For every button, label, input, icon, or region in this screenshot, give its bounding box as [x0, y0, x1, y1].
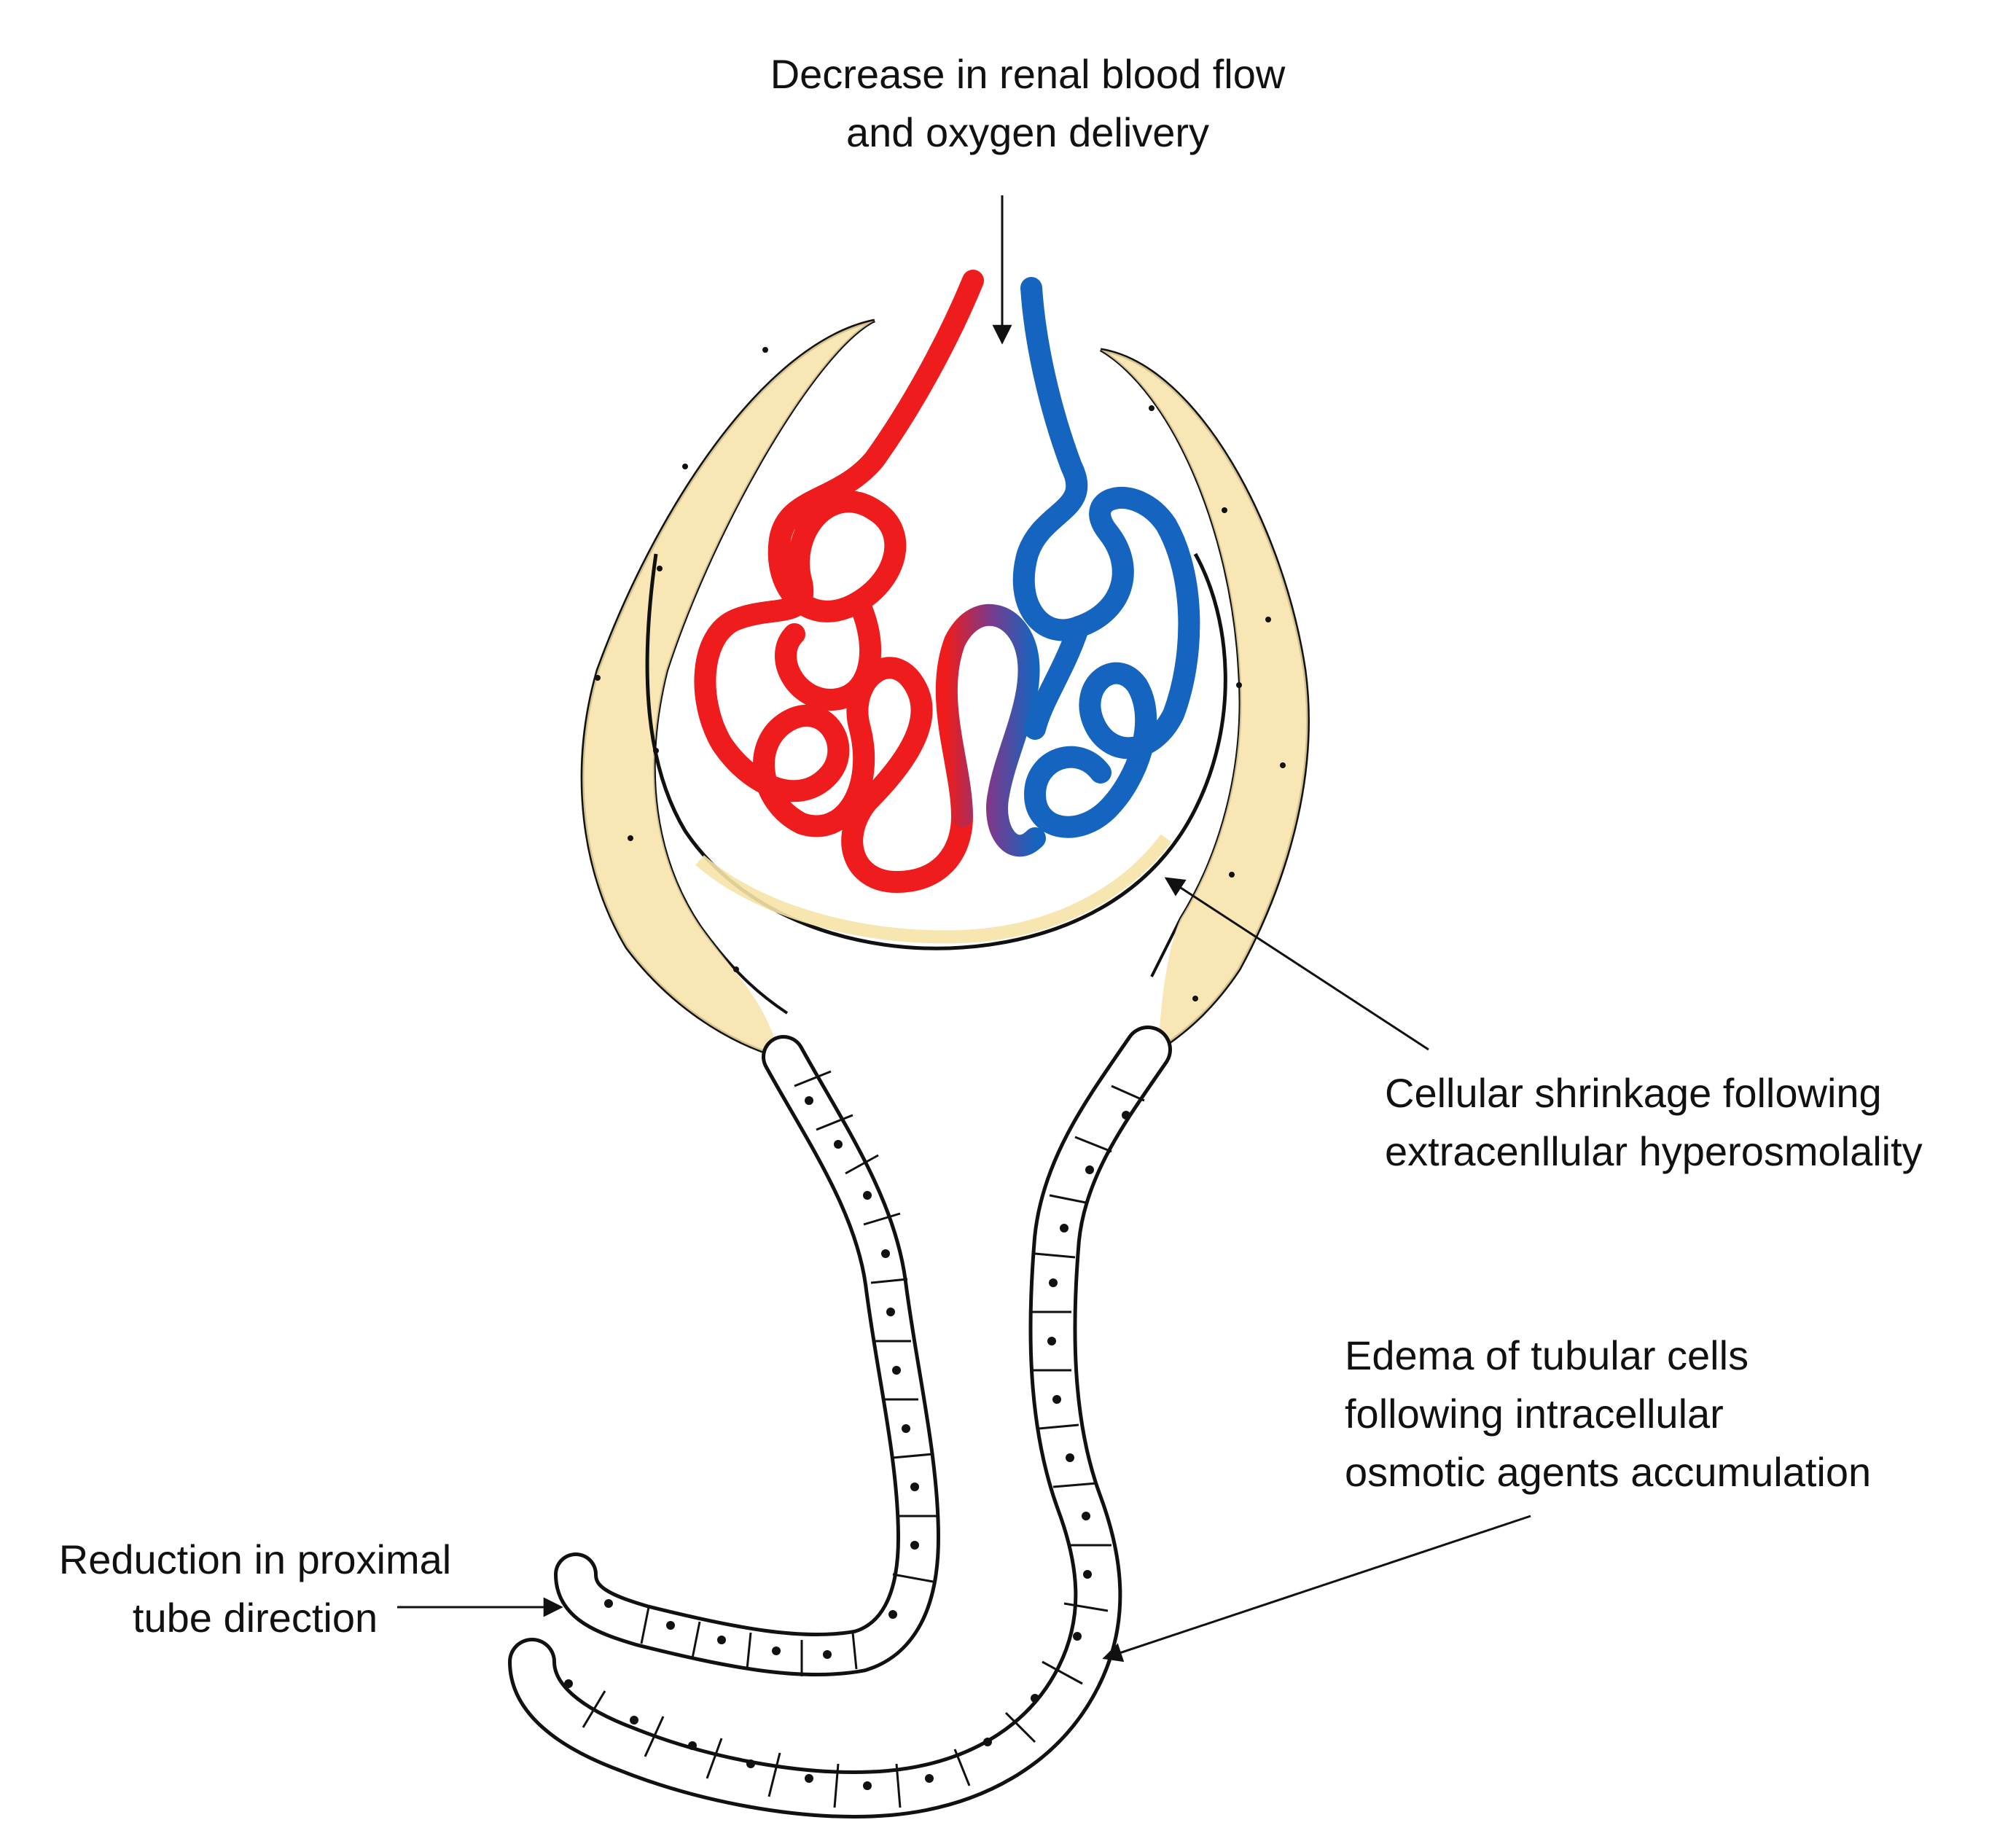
- mixing-capillary: [935, 603, 1046, 857]
- afferent-arteriole: [694, 270, 984, 893]
- edema-label-line3: osmotic agents accumulation: [1345, 1449, 1872, 1495]
- blood-flow-label-line1: Decrease in renal blood flow: [770, 51, 1286, 97]
- visceral-cells: [695, 834, 1172, 944]
- tubule-left-wall: [554, 1035, 941, 1677]
- arrow-shrinkage: [1164, 877, 1429, 1051]
- arrow-edema: [1102, 1515, 1531, 1663]
- shrinkage-label-line1: Cellular shrinkage following: [1385, 1070, 1882, 1116]
- edema-label-line1: Edema of tubular cells: [1345, 1332, 1749, 1378]
- annotation-arrows: [397, 195, 1531, 1663]
- tubule-left-wall-fill: [558, 1039, 937, 1673]
- edema-label: Edema of tubular cells following intrace…: [1345, 1327, 1871, 1501]
- visceral-layer: [645, 552, 1227, 950]
- tubule-cell-dividers: [582, 1070, 1145, 1808]
- shrinkage-label: Cellular shrinkage following extracenllu…: [1385, 1064, 1923, 1181]
- bowmans-capsule: [580, 319, 1310, 1059]
- capsule-right-inner: [1099, 348, 1242, 977]
- efferent-loop-extra: [1024, 616, 1090, 740]
- capsule-right-cells: [1101, 350, 1308, 1050]
- tubule-right-wall-fill: [512, 1029, 1168, 1815]
- capsule-left-inner: [652, 319, 875, 1015]
- tubule-nuclei: [564, 1096, 1130, 1790]
- capsule-nuclei: [595, 347, 1286, 1001]
- capsule-left-cells: [582, 321, 875, 1057]
- blood-flow-label: Decrease in renal blood flow and oxygen …: [700, 45, 1356, 162]
- afferent-loop-extra: [775, 594, 881, 711]
- proximal-tubule: [508, 1026, 1172, 1819]
- reduction-label-line1: Reduction in proximal: [58, 1536, 452, 1582]
- shrinkage-label-line2: extracenllular hyperosmolality: [1385, 1128, 1923, 1174]
- efferent-arteriole: [1012, 277, 1200, 838]
- reduction-label: Reduction in proximal tube direction: [29, 1531, 481, 1647]
- reduction-label-line2: tube direction: [132, 1595, 378, 1641]
- blood-flow-label-line2: and oxygen delivery: [845, 109, 1210, 155]
- glomerulus: [694, 270, 1200, 893]
- edema-label-line2: following intracellular: [1345, 1391, 1724, 1437]
